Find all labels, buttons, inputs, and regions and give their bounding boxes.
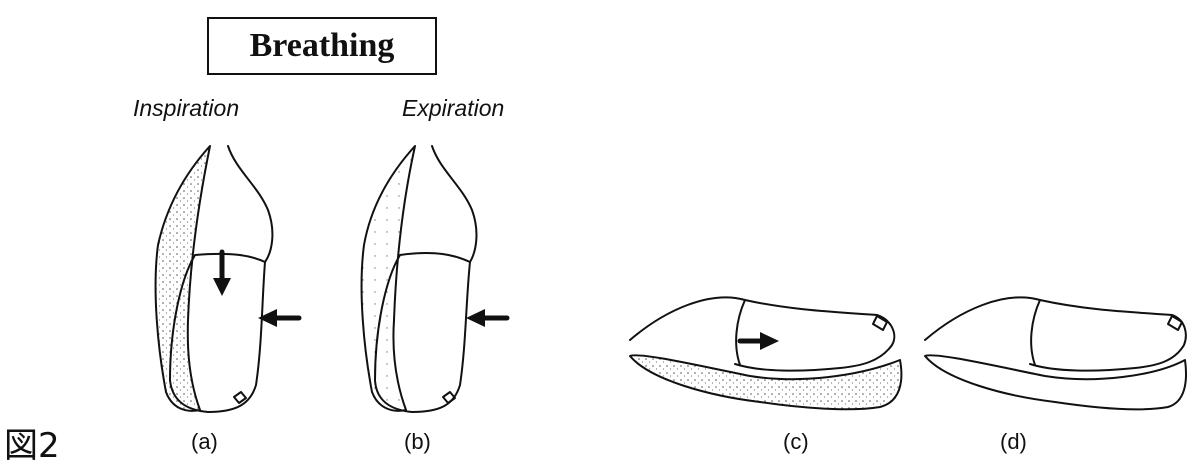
- figure-number: 図2: [4, 418, 60, 467]
- panel-b-left-arrow: [466, 309, 507, 327]
- panel-a-label: (a): [191, 429, 218, 455]
- panel-a-left-arrow: [258, 309, 299, 327]
- panel-b-figure: [362, 146, 477, 412]
- panel-c-label: (c): [783, 429, 809, 455]
- panel-c-right-arrow: [740, 332, 779, 350]
- panel-b-label: (b): [404, 429, 431, 455]
- panel-d-label: (d): [1000, 429, 1027, 455]
- panel-d-figure: [925, 297, 1186, 409]
- panel-a-down-arrow: [213, 252, 231, 296]
- panel-c-figure: [630, 297, 901, 409]
